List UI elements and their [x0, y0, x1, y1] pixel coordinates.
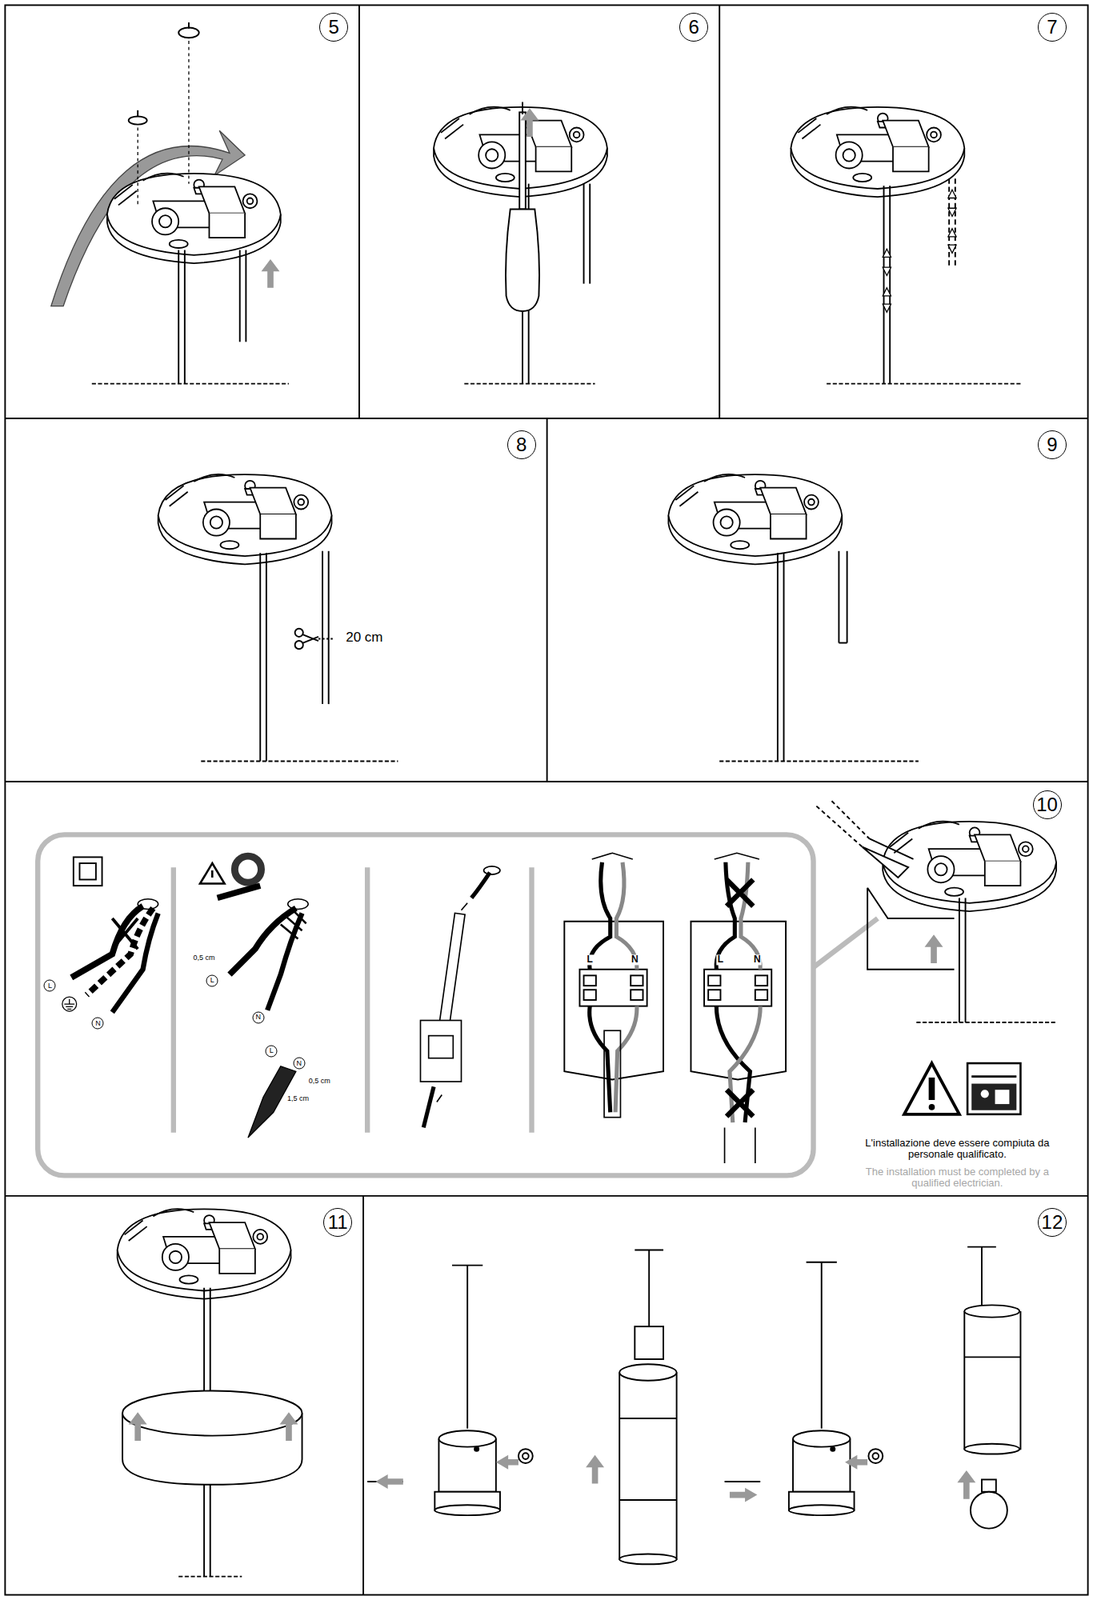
warning-note: L'installazione deve essere compiuta da …	[856, 1137, 1057, 1162]
dimension-label: 0,5 cm	[193, 954, 216, 963]
callout-number: 5	[319, 12, 349, 42]
callout-number: 11	[323, 1208, 353, 1238]
dimension-label: 0,5 cm	[308, 1077, 331, 1086]
terminal-label: L	[586, 955, 594, 966]
pin-label: N	[292, 1057, 305, 1070]
pin-label: L	[44, 980, 57, 993]
pin-label: L	[206, 974, 219, 987]
warning-note: The installation must be completed by a …	[856, 1166, 1057, 1190]
terminal-label: L	[716, 955, 725, 966]
terminal-label: N	[752, 955, 762, 966]
pin-label: N	[252, 1011, 265, 1024]
callout-number: 6	[679, 12, 709, 42]
callout-number: 9	[1037, 430, 1067, 460]
callout-number: 8	[507, 430, 537, 460]
dimension-label: 1,5 cm	[287, 1095, 309, 1104]
callout-number: 7	[1037, 12, 1067, 42]
callout-number: 12	[1037, 1208, 1067, 1238]
pin-label: L	[265, 1044, 278, 1057]
pin-label: N	[92, 1017, 105, 1030]
dimension-label: 20 cm	[345, 630, 383, 646]
terminal-label: N	[630, 955, 640, 966]
callout-number: 10	[1032, 790, 1062, 820]
